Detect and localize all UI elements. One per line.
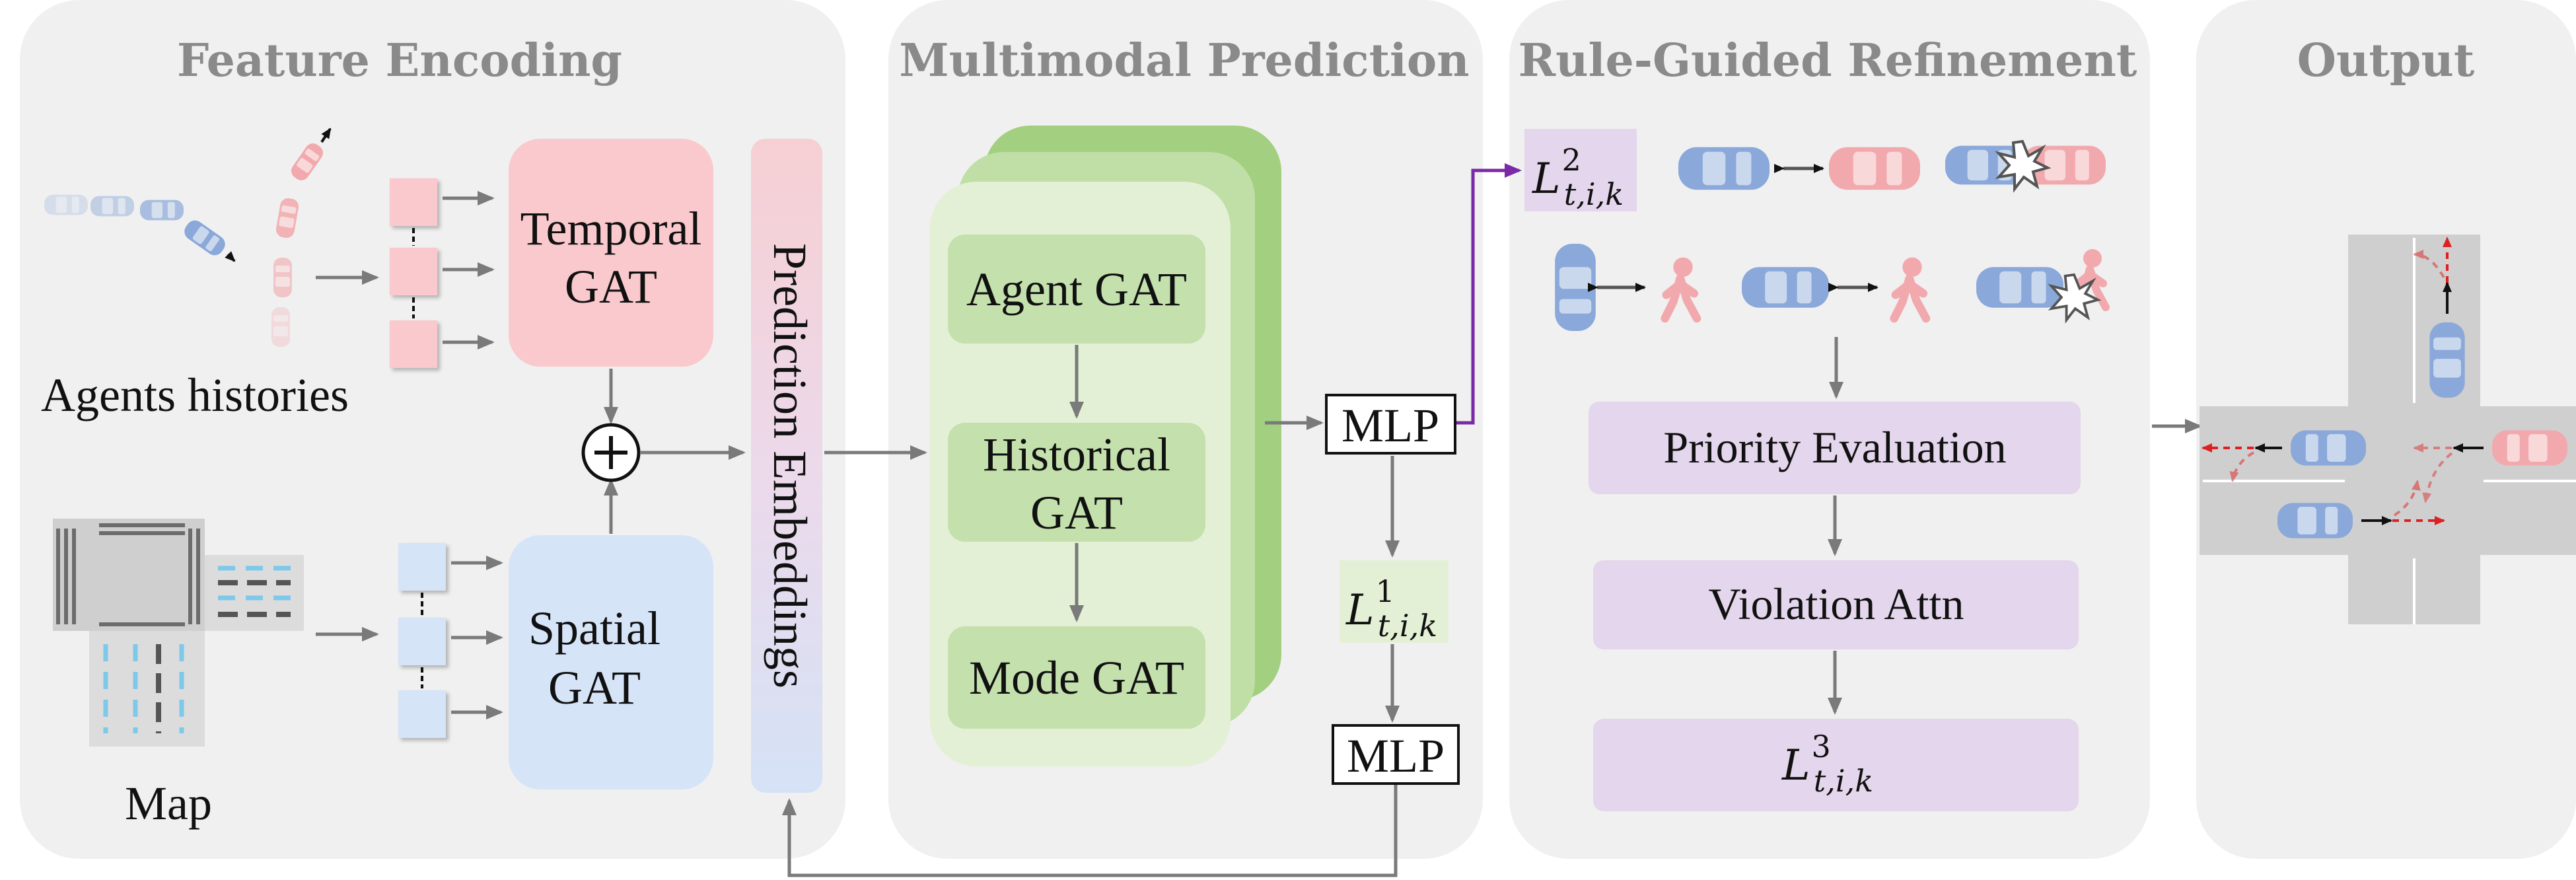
- loss1-box: [1340, 560, 1449, 643]
- prediction-embeddings-label: Prediction Embeddings: [764, 243, 816, 688]
- loss3-box: [1593, 719, 2079, 811]
- mode-gat-label: Mode GAT: [969, 651, 1184, 704]
- sum-operator-icon: [581, 423, 641, 482]
- agents-trajectory-illustration: [44, 128, 332, 347]
- historical-gat-box: [948, 423, 1205, 542]
- arrow-mlp-to-loss2: [1456, 163, 1522, 425]
- priority-evaluation-box: [1589, 402, 2081, 494]
- mode-gat-box: [948, 626, 1205, 729]
- priority-evaluation-label: Priority Evaluation: [1663, 422, 2006, 472]
- spatial-gat-box: [509, 535, 713, 789]
- agent-gat-box: [948, 235, 1205, 344]
- car-distance-scenarios: [1678, 140, 2106, 190]
- prediction-embeddings-bar: [751, 139, 822, 793]
- temporal-gat-label-2: GAT: [565, 260, 657, 313]
- panel-title-output: Output: [2297, 34, 2475, 87]
- intersection-output-illustration: [2200, 235, 2576, 624]
- historical-gat-label-2: GAT: [1030, 486, 1123, 539]
- panel-title-feature-encoding: Feature Encoding: [177, 34, 622, 87]
- historical-gat-label-1: Historical: [983, 428, 1170, 481]
- pedestrian-distance-scenarios: [1555, 244, 2106, 331]
- violation-attn-label: Violation Attn: [1709, 579, 1964, 629]
- mlp-top-box: [1325, 394, 1456, 455]
- arrow-feedback-loop: [782, 785, 1398, 877]
- spatial-gat-label-2: GAT: [548, 661, 641, 714]
- temporal-gat-label-1: Temporal: [520, 202, 702, 255]
- agents-histories-label: Agents histories: [41, 369, 349, 422]
- panel-title-multimodal-prediction: Multimodal Prediction: [899, 34, 1469, 87]
- mlp-bottom-box: [1332, 724, 1460, 785]
- temporal-node-column: [390, 178, 495, 368]
- panel-title-rule-guided-refinement: Rule-Guided Refinement: [1519, 34, 2137, 87]
- violation-attn-box: [1593, 560, 2079, 649]
- loss2-box: [1524, 129, 1637, 211]
- temporal-gat-box: [509, 139, 713, 367]
- spatial-node-column: [398, 543, 503, 738]
- map-label: Map: [125, 777, 212, 830]
- agent-gat-label: Agent GAT: [966, 263, 1187, 316]
- mlp-bottom-label: MLP: [1347, 729, 1445, 782]
- map-illustration: [53, 519, 304, 747]
- spatial-gat-label-1: Spatial: [528, 602, 661, 655]
- mlp-top-label: MLP: [1342, 399, 1439, 452]
